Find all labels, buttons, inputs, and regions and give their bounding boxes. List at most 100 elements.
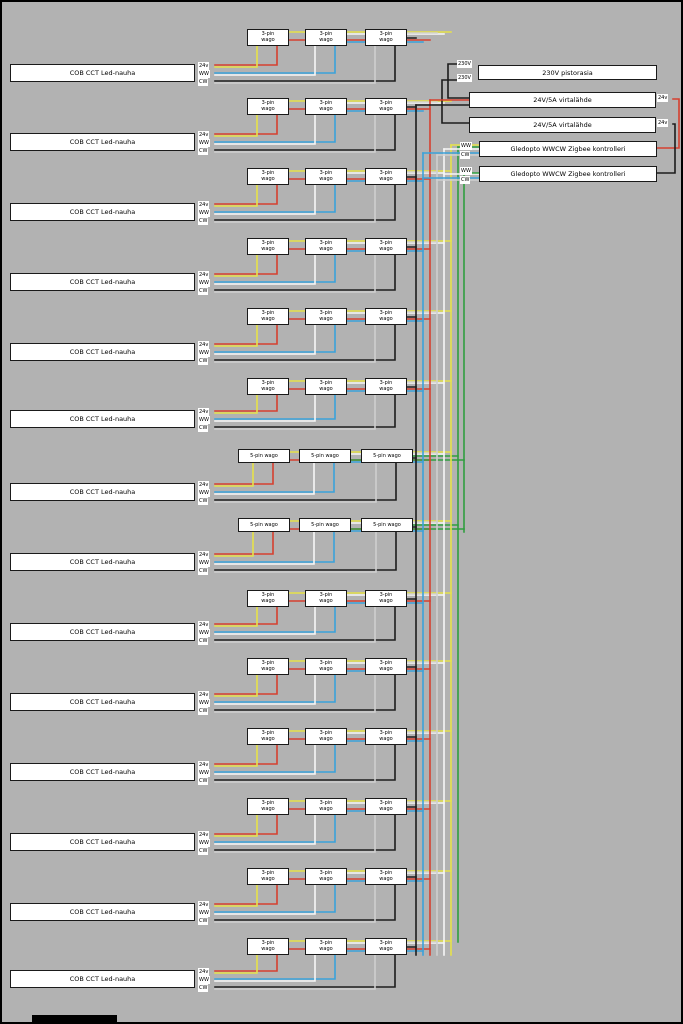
- wago-3pin-connector: 3-pin wago: [365, 868, 407, 885]
- wire: [214, 114, 278, 135]
- wire: [214, 394, 396, 428]
- wire: [214, 45, 396, 82]
- wago-5pin-connector: 5-pin wago: [361, 449, 413, 463]
- wire: [214, 884, 278, 905]
- wago-3pin-connector: 3-pin wago: [365, 378, 407, 395]
- led-pin-label: 24v: [198, 761, 210, 769]
- wire: [214, 184, 336, 213]
- wire: [214, 606, 376, 643]
- wire: [214, 394, 376, 430]
- wire: [214, 324, 336, 353]
- wago-3pin-connector: 3-pin wago: [305, 238, 347, 255]
- led-pin-label: 24v: [198, 131, 210, 139]
- wire: [214, 674, 278, 695]
- led-strip-box: COB CCT Led-nauha: [10, 553, 195, 571]
- wire: [214, 674, 376, 713]
- led-strip-box: COB CCT Led-nauha: [10, 273, 195, 291]
- led-strip-box: COB CCT Led-nauha: [10, 623, 195, 641]
- wire: [214, 324, 316, 355]
- controller-pin-label: WW: [460, 167, 472, 175]
- wire: [214, 184, 278, 205]
- led-pin-label: WW: [198, 976, 210, 984]
- wire: [214, 394, 258, 414]
- wire: [214, 324, 376, 363]
- led-pin-label: CW: [198, 847, 209, 855]
- wire: [214, 324, 278, 345]
- wago-3pin-connector: 3-pin wago: [365, 168, 407, 185]
- led-strip-box: COB CCT Led-nauha: [10, 343, 195, 361]
- wago-5pin-connector: 5-pin wago: [299, 449, 351, 463]
- wago-3pin-connector: 3-pin wago: [247, 168, 289, 185]
- wago-3pin-connector: 3-pin wago: [247, 590, 289, 607]
- wire: [214, 744, 396, 781]
- wago-3pin-connector: 3-pin wago: [305, 658, 347, 675]
- wire: [214, 324, 396, 361]
- wago-3pin-connector: 3-pin wago: [365, 938, 407, 955]
- wire: [214, 254, 396, 291]
- led-pin-label: 24v: [198, 691, 210, 699]
- wire: [214, 462, 377, 503]
- led-pin-label: WW: [198, 279, 210, 287]
- wire: [214, 394, 316, 422]
- wire: [214, 184, 316, 215]
- led-pin-label: 24v: [198, 831, 210, 839]
- wire: [214, 606, 396, 641]
- led-strip-box: COB CCT Led-nauha: [10, 483, 195, 501]
- wire: [447, 63, 470, 99]
- led-pin-label: CW: [198, 917, 209, 925]
- wire: [214, 254, 316, 285]
- zigbee-controller-box: Gledopto WWCW Zigbee kontrolleri: [479, 166, 657, 182]
- wago-3pin-connector: 3-pin wago: [365, 238, 407, 255]
- wire: [214, 674, 396, 711]
- led-pin-label: WW: [198, 416, 210, 424]
- led-pin-label: CW: [198, 78, 209, 86]
- led-pin-label: WW: [198, 489, 210, 497]
- wire: [214, 324, 258, 347]
- wago-3pin-connector: 3-pin wago: [247, 29, 289, 46]
- wago-3pin-connector: 3-pin wago: [247, 728, 289, 745]
- wire: [214, 954, 376, 990]
- led-pin-label: WW: [198, 139, 210, 147]
- wago-3pin-connector: 3-pin wago: [365, 728, 407, 745]
- controller-pin-label: CW: [460, 151, 471, 159]
- wire: [214, 184, 376, 223]
- wago-3pin-connector: 3-pin wago: [365, 98, 407, 115]
- wire: [214, 744, 376, 783]
- wire: [214, 254, 376, 293]
- led-strip-box: COB CCT Led-nauha: [10, 410, 195, 428]
- wire: [214, 531, 335, 563]
- wago-3pin-connector: 3-pin wago: [305, 378, 347, 395]
- led-pin-label: 24v: [198, 271, 210, 279]
- wago-3pin-connector: 3-pin wago: [305, 308, 347, 325]
- led-strip-box: COB CCT Led-nauha: [10, 903, 195, 921]
- wire: [214, 184, 396, 221]
- wire: [214, 606, 278, 625]
- wire: [214, 606, 258, 627]
- wago-3pin-connector: 3-pin wago: [305, 168, 347, 185]
- wago-3pin-connector: 3-pin wago: [365, 29, 407, 46]
- led-pin-label: 24v: [198, 551, 210, 559]
- wago-3pin-connector: 3-pin wago: [365, 798, 407, 815]
- led-pin-label: 24v: [198, 408, 210, 416]
- led-strip-box: COB CCT Led-nauha: [10, 203, 195, 221]
- outlet-pin-label: 230V: [457, 74, 472, 82]
- psu-pin-label: 24v: [657, 94, 669, 102]
- wago-3pin-connector: 3-pin wago: [305, 728, 347, 745]
- wago-5pin-connector: 5-pin wago: [238, 518, 290, 532]
- wire: [214, 531, 397, 571]
- psu-box: 24V/5A virtalähde: [469, 92, 656, 108]
- wire: [214, 744, 278, 765]
- wire: [214, 814, 376, 853]
- led-pin-label: 24v: [198, 968, 210, 976]
- led-pin-label: 24v: [198, 481, 210, 489]
- wago-3pin-connector: 3-pin wago: [365, 308, 407, 325]
- outlet-pin-label: 230V: [457, 60, 472, 68]
- controller-pin-label: CW: [460, 176, 471, 184]
- wago-3pin-connector: 3-pin wago: [305, 98, 347, 115]
- wire: [214, 45, 258, 68]
- wago-3pin-connector: 3-pin wago: [305, 798, 347, 815]
- wire: [214, 674, 336, 703]
- wago-5pin-connector: 5-pin wago: [299, 518, 351, 532]
- wire: [441, 79, 470, 124]
